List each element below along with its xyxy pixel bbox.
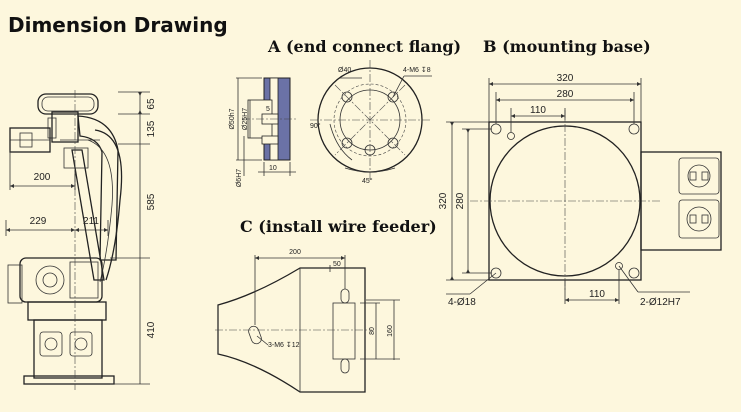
dim-feeder-200: 200	[289, 249, 301, 256]
dim-feeder-160: 160	[387, 325, 394, 337]
dim-10: 10	[269, 165, 277, 172]
dim-d6h7: Ø6H7	[236, 169, 243, 187]
dim-200: 200	[34, 172, 51, 183]
dim-211: 211	[83, 216, 99, 227]
feeder-bracket-view: 200 50 80 160 3-M6 ↧12	[215, 249, 400, 393]
mounting-base-view	[470, 110, 722, 292]
dim-d25h7: Ø25H7	[242, 108, 249, 130]
dim-585: 585	[146, 193, 157, 210]
angle-90: 90°	[310, 122, 321, 130]
section-c-title: C (install wire feeder)	[240, 217, 437, 236]
page-title: Dimension Drawing	[8, 13, 228, 37]
dim-base-320-height: 320	[438, 192, 449, 209]
dim-410: 410	[146, 321, 157, 338]
section-a-title: A (end connect flang)	[267, 37, 461, 56]
dim-feeder-50: 50	[333, 261, 341, 268]
dim-base-320-width: 320	[557, 73, 574, 84]
dim-135: 135	[146, 120, 157, 137]
dim-base-280-width: 280	[557, 89, 574, 100]
bolt-pattern-label: 4-M6 ↧8	[403, 66, 431, 74]
dim-base-110-top: 110	[530, 105, 546, 116]
holes-4-d18: 4-Ø18	[448, 297, 476, 308]
dim-d50h7: Ø50h7	[229, 108, 236, 129]
dim-d40: Ø40	[338, 67, 351, 74]
angle-45: 45°	[362, 177, 373, 185]
dim-229: 229	[30, 216, 47, 227]
mounting-base-dimensions: 320 280 110 320 280 110 4-Ø18 2-Ø12H7	[438, 73, 690, 308]
dim-feeder-80: 80	[369, 327, 376, 335]
section-b-title: B (mounting base)	[483, 37, 651, 56]
robot-horizontal-dimensions: 200 229 211	[5, 150, 109, 236]
dim-base-110-bottom: 110	[589, 289, 605, 300]
flange-front-view: Ø40 4-M6 ↧8 90° 45°	[310, 60, 432, 185]
feeder-bolt-label: 3-M6 ↧12	[268, 341, 300, 349]
robot-side-view	[7, 90, 123, 390]
dim-base-280-height: 280	[455, 192, 466, 209]
dim-5: 5	[266, 106, 270, 113]
dim-65: 65	[146, 98, 157, 110]
holes-2-d12h7: 2-Ø12H7	[640, 297, 681, 308]
robot-vertical-dimensions: 65 135 585 410	[110, 91, 157, 385]
flange-section-view: Ø50h7 Ø25H7 Ø6H7 5 10	[229, 77, 296, 187]
